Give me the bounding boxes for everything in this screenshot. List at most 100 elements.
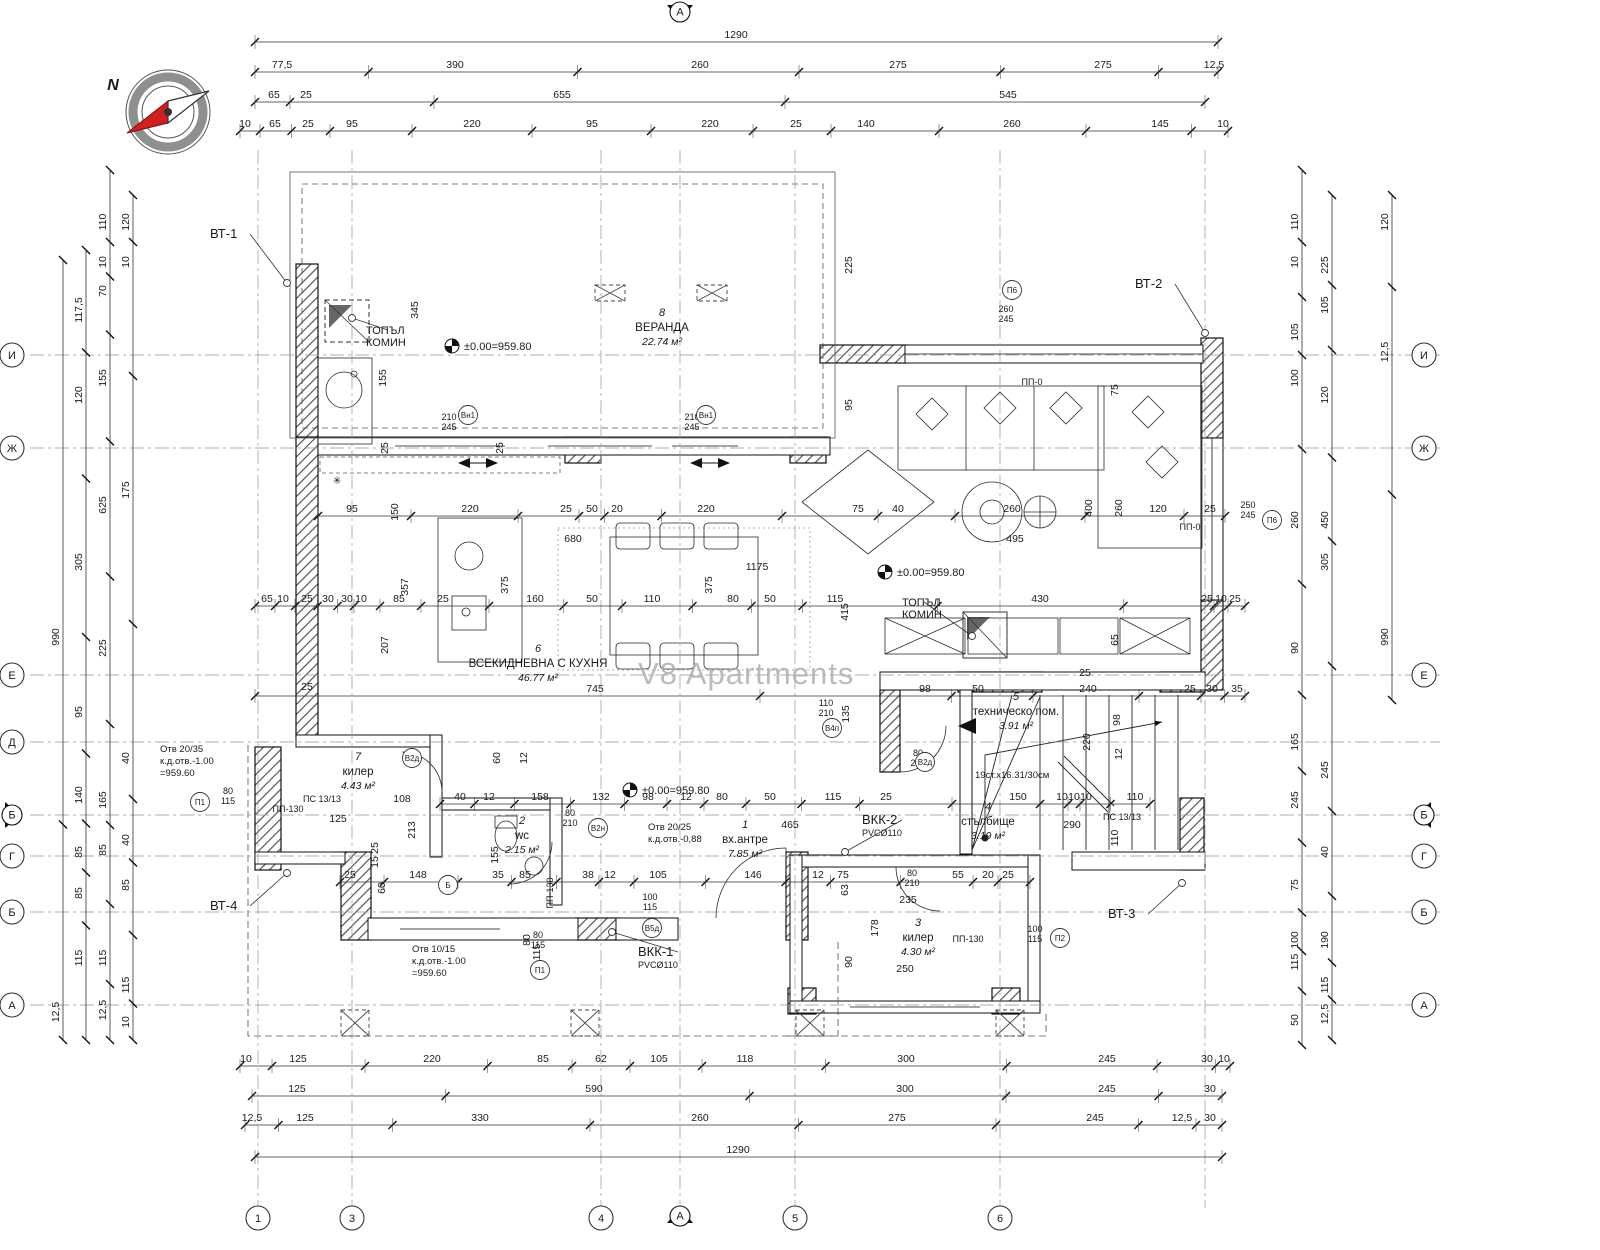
window-size-tag: 210 [441,412,456,422]
dim-label: 85 [120,879,132,891]
dim-tick [128,237,138,247]
callout-label: КОМИН [366,337,406,349]
leader-line [1147,882,1183,915]
axis-bubble-label: Б [8,907,15,919]
dim-label: 10 [277,593,289,605]
dim-label: 150 [389,503,401,521]
dim-tick [1327,190,1337,200]
dim-tick [1327,1035,1337,1045]
dim-label: 65 [268,89,280,101]
window-size-tag: 245 [998,314,1013,324]
code-bubble-label: П6 [1007,286,1018,295]
room-name: ВЕРАНДА [635,322,689,334]
dim-label: 75 [1109,384,1121,396]
callout-label: Отв 20/25 [648,822,691,833]
dim-label: 680 [564,533,582,545]
dim-label: 120 [1379,213,1391,231]
dim-tick [128,190,138,200]
dim-label: 245 [1098,1083,1116,1095]
window-size-tag: 210 [684,412,699,422]
dim-label: 260 [1113,499,1125,517]
dim-label: 110 [644,593,661,605]
dim-tick [1327,958,1337,967]
leader-end [841,848,849,856]
code-bubble [1050,928,1070,948]
axis-bubble [0,662,25,688]
window-size-tag: 110 [819,698,833,708]
room-name: килер [343,766,374,778]
dim-tick [105,1035,115,1045]
leader-line [249,872,288,907]
dim-label: 213 [406,821,418,839]
dim-tick [1297,292,1307,302]
dim-label: 95 [346,503,358,515]
dim-label: 625 [97,496,109,514]
dim-label: 110 [1127,791,1144,803]
room-area: 2.15 м² [504,844,540,856]
dim-label: 40 [120,834,132,846]
north-label: N [107,77,119,94]
axis-bubble [339,1205,365,1231]
dim-tick [128,1035,138,1045]
dim-label: 25 [1229,593,1241,605]
leader-end [283,869,291,877]
level-symbol [878,572,885,579]
dim-tick [1297,838,1307,847]
dim-tick [105,899,115,909]
axis-bubble [0,992,25,1018]
callout-label: ВТ-2 [1135,276,1162,291]
dim-tick [105,165,115,175]
dim-label: 220 [463,118,481,130]
dim-label: 125 [288,1083,306,1095]
dim-label: 30 [341,593,353,605]
dim-label: 305 [1319,553,1331,571]
dim-label: 75 [1289,879,1301,891]
room-number: 6 [535,643,542,655]
dim-tick [1297,908,1307,917]
dim-label: 65 [269,118,281,130]
fixture-tag: ПП-130 [545,878,555,909]
dim-label: 275 [889,59,907,71]
dim-label: 590 [585,1083,603,1095]
room-area: 22.74 м² [641,336,682,348]
dim-label: 50 [972,683,984,695]
dim-label: 132 [592,791,610,803]
leader-end [968,632,976,640]
dim-tick [81,348,91,357]
leader-end [348,314,356,322]
dim-label: 115 [827,593,844,605]
window-size-tag: 260 [998,304,1013,314]
level-label: ±0.00=959.80 [897,567,965,579]
code-bubble [588,818,608,838]
dim-label: 145 [1151,118,1169,130]
dim-tick [1297,444,1307,454]
code-bubble [402,748,422,768]
level-symbol [623,790,630,797]
code-bubble [915,752,935,772]
dim-label: 30 [1204,1083,1216,1095]
axis-bubble-label: Ж [1419,443,1429,455]
dim-label: 12 [680,791,692,803]
dim-label: 10 [1289,256,1301,268]
dim-label: 125 [289,1053,307,1065]
window-size-tag: 210 [904,878,919,888]
dim-tick [105,437,115,446]
dim-label: 105 [1289,323,1301,341]
dim-tick [81,868,91,877]
dim-label: 60 [491,752,503,764]
dim-label: 30 [1204,1112,1216,1124]
dim-label: 12 [1113,748,1125,760]
dim-label: 120 [73,386,85,404]
dim-label: 245 [1086,1112,1104,1124]
level-label: ±0.00=959.80 [464,341,532,353]
callout-label: к.д.отв.-1.00 [412,956,466,967]
dim-label: 105 [649,869,667,881]
axis-bubble-label: Д [8,737,16,749]
dim-label: 105 [1319,296,1331,314]
dim-label: 10 [355,593,367,605]
room-number: 7 [355,751,362,763]
dim-label: 245 [1319,761,1331,779]
axis-bubble-label: Г [9,851,15,863]
